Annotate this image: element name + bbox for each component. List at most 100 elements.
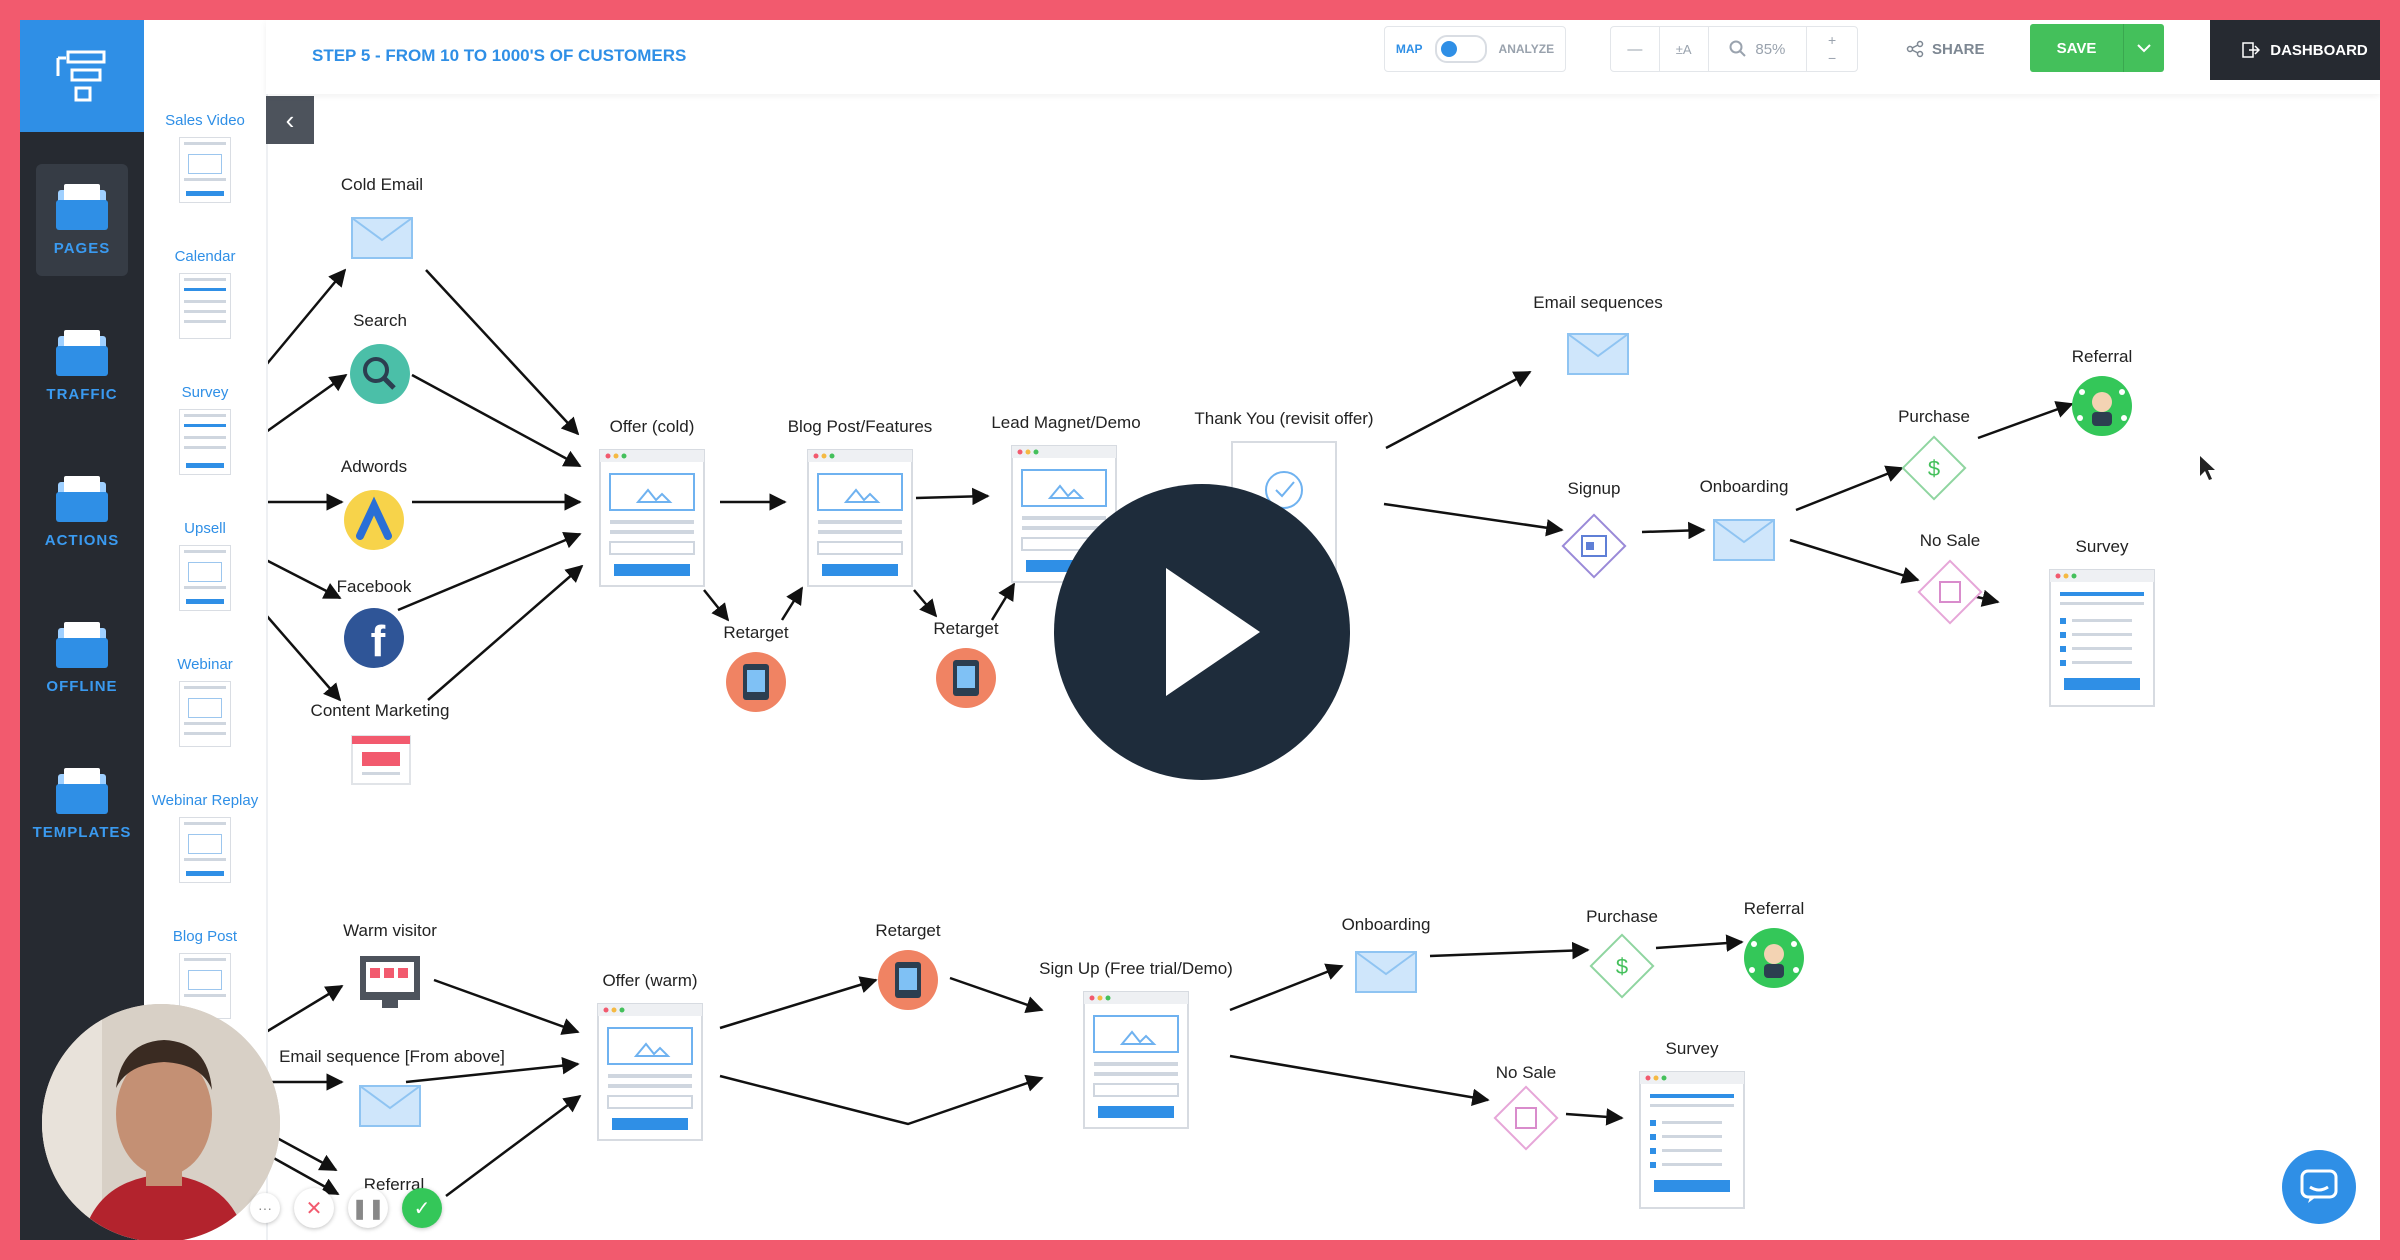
zoom-out-small-button[interactable]: − (1827, 50, 1837, 66)
svg-text:Referral: Referral (1744, 899, 1804, 918)
svg-text:Email sequence [From above]: Email sequence [From above] (279, 1047, 505, 1066)
pause-recording-button[interactable]: ❚❚ (348, 1188, 388, 1228)
zoom-level[interactable]: 85% (1709, 27, 1808, 71)
svg-text:Offer (warm): Offer (warm) (602, 971, 697, 990)
rail-templates[interactable]: TEMPLATES (33, 748, 130, 860)
template-label: Survey (181, 384, 229, 401)
node-lead-magnet[interactable]: Lead Magnet/Demo (991, 413, 1141, 583)
finish-recording-button[interactable]: ✓ (402, 1188, 442, 1228)
node-offer-warm[interactable]: Offer (warm) (597, 971, 703, 1141)
svg-text:Onboarding: Onboarding (1700, 477, 1789, 496)
node-purchase-bottom[interactable]: Purchase (1586, 907, 1658, 999)
video-play-button[interactable] (1054, 484, 1350, 780)
more-options-button[interactable]: ··· (250, 1193, 280, 1223)
node-retarget-1[interactable]: Retarget (723, 623, 789, 712)
magnifier-icon (1729, 40, 1747, 57)
pages-folder-icon (56, 183, 108, 230)
chat-support-button[interactable] (2282, 1150, 2356, 1224)
collapse-panel-button[interactable]: ‹ (266, 96, 314, 144)
node-signup[interactable]: Signup (1561, 479, 1627, 579)
chevron-down-icon (2137, 44, 2151, 53)
node-referral[interactable]: Referral (2072, 347, 2132, 436)
zoom-controls: — ±A 85% + − (1610, 26, 1858, 72)
rail-offline[interactable]: OFFLINE (36, 602, 128, 714)
share-label: SHARE (1932, 40, 1985, 58)
template-calendar[interactable]: Calendar (144, 248, 266, 339)
svg-text:Lead Magnet/Demo: Lead Magnet/Demo (991, 413, 1140, 432)
template-upsell[interactable]: Upsell (144, 520, 266, 611)
map-analyze-toggle[interactable]: MAP ANALYZE (1384, 26, 1566, 72)
mode-map-label: MAP (1395, 42, 1423, 56)
funnel-logo-icon (56, 50, 106, 102)
node-retarget-bottom[interactable]: Retarget (875, 921, 941, 1010)
save-button[interactable]: SAVE (2030, 24, 2164, 72)
rail-offline-label: OFFLINE (46, 677, 118, 695)
webcam-bubble[interactable] (42, 1004, 280, 1240)
rail-templates-label: TEMPLATES (32, 823, 132, 841)
template-thumbnail (179, 545, 231, 611)
template-survey[interactable]: Survey (144, 384, 266, 475)
rail-pages[interactable]: PAGES (36, 164, 128, 276)
node-survey[interactable]: Survey (2049, 537, 2155, 707)
node-cold-email[interactable]: Cold Email (341, 175, 423, 259)
svg-text:Content Marketing: Content Marketing (311, 701, 450, 720)
text-size-button[interactable]: ±A (1660, 27, 1709, 71)
template-label: Webinar (177, 656, 233, 673)
dashboard-button[interactable]: DASHBOARD (2210, 20, 2380, 80)
zoom-out-button[interactable]: — (1611, 27, 1660, 71)
node-survey-bottom[interactable]: Survey (1639, 1039, 1745, 1209)
close-icon: ✕ (305, 1197, 323, 1220)
template-label: Sales Video (165, 112, 245, 129)
svg-text:Purchase: Purchase (1898, 407, 1970, 426)
svg-text:Adwords: Adwords (341, 457, 407, 476)
exit-icon (2242, 42, 2261, 58)
node-onboarding[interactable]: Onboarding (1700, 477, 1789, 561)
share-button[interactable]: SHARE (1906, 36, 1985, 62)
node-search[interactable]: Search (350, 311, 410, 404)
pause-icon: ❚❚ (351, 1197, 385, 1220)
svg-text:No Sale: No Sale (1496, 1063, 1556, 1082)
traffic-folder-icon (56, 329, 108, 376)
node-offer-cold[interactable]: Offer (cold) (599, 417, 705, 587)
actions-folder-icon (56, 475, 108, 522)
template-label: Upsell (184, 520, 226, 537)
node-email-sequences[interactable]: Email sequences (1533, 293, 1663, 375)
zoom-in-button[interactable]: + (1827, 32, 1837, 48)
zoom-stepper[interactable]: + − (1807, 27, 1857, 71)
save-dropdown-button[interactable] (2123, 24, 2164, 72)
template-webinar[interactable]: Webinar (144, 656, 266, 747)
node-purchase[interactable]: Purchase (1898, 407, 1970, 501)
template-label: Blog Post (172, 928, 238, 945)
node-retarget-2[interactable]: Retarget (933, 619, 999, 708)
node-facebook[interactable]: Facebook f (337, 577, 412, 668)
node-content-marketing[interactable]: Content Marketing (311, 701, 450, 785)
node-warm-visitor[interactable]: Warm visitor (343, 921, 437, 1008)
node-sign-up-trial[interactable]: Sign Up (Free trial/Demo) (1039, 959, 1233, 1129)
chat-icon (2300, 1169, 2338, 1203)
rail-traffic[interactable]: TRAFFIC (36, 310, 128, 422)
app-logo[interactable] (20, 20, 144, 132)
svg-text:Thank You (revisit offer): Thank You (revisit offer) (1194, 409, 1373, 428)
node-blog-features[interactable]: Blog Post/Features (788, 417, 933, 587)
node-no-sale[interactable]: No Sale (1917, 531, 1983, 625)
cancel-recording-button[interactable]: ✕ (294, 1188, 334, 1228)
template-thumbnail (179, 137, 231, 203)
node-referral-bottom[interactable]: Referral (1744, 899, 1804, 988)
svg-text:Purchase: Purchase (1586, 907, 1658, 926)
node-adwords[interactable]: Adwords (341, 457, 407, 550)
funnel-canvas[interactable]: $ (20, 20, 2380, 1240)
chevron-left-icon: ‹ (285, 104, 295, 135)
node-no-sale-bottom[interactable]: No Sale (1493, 1063, 1559, 1151)
mode-switch[interactable] (1434, 35, 1487, 63)
template-sales-video[interactable]: Sales Video (144, 112, 266, 203)
node-referral-in[interactable]: Referral (364, 1175, 424, 1194)
node-email-sequence-above[interactable]: Email sequence [From above] (279, 1047, 505, 1127)
node-onboarding-bottom[interactable]: Onboarding (1342, 915, 1431, 993)
svg-text:No Sale: No Sale (1920, 531, 1980, 550)
save-label: SAVE (2056, 39, 2097, 57)
template-webinar-replay[interactable]: Webinar Replay (144, 792, 266, 883)
svg-text:Referral: Referral (2072, 347, 2132, 366)
play-icon (1166, 568, 1260, 696)
top-funnel-edges (265, 268, 2074, 702)
rail-actions[interactable]: ACTIONS (36, 456, 128, 568)
